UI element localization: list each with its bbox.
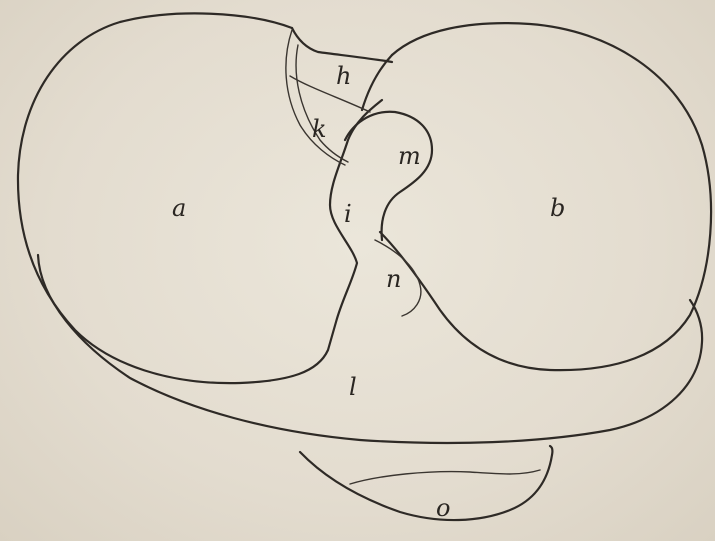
left-lobe-outline xyxy=(18,13,382,383)
label-l: l xyxy=(349,373,357,401)
right-lobe-inner-edge xyxy=(362,55,392,110)
right-lobe-outline xyxy=(380,23,711,370)
label-a: a xyxy=(172,194,186,222)
region-h-lower-line xyxy=(290,76,370,112)
region-m-outline xyxy=(345,112,432,240)
base-outline xyxy=(38,255,702,443)
bottom-lobe-outline xyxy=(300,446,552,520)
label-i: i xyxy=(344,200,352,228)
label-k: k xyxy=(312,115,327,143)
label-h: h xyxy=(336,62,351,90)
label-m: m xyxy=(398,142,421,170)
bottom-lobe-inner-line xyxy=(350,470,540,484)
label-n: n xyxy=(386,265,401,293)
label-b: b xyxy=(550,194,565,222)
label-o: o xyxy=(436,494,450,522)
left-lobe-notch xyxy=(292,28,392,62)
